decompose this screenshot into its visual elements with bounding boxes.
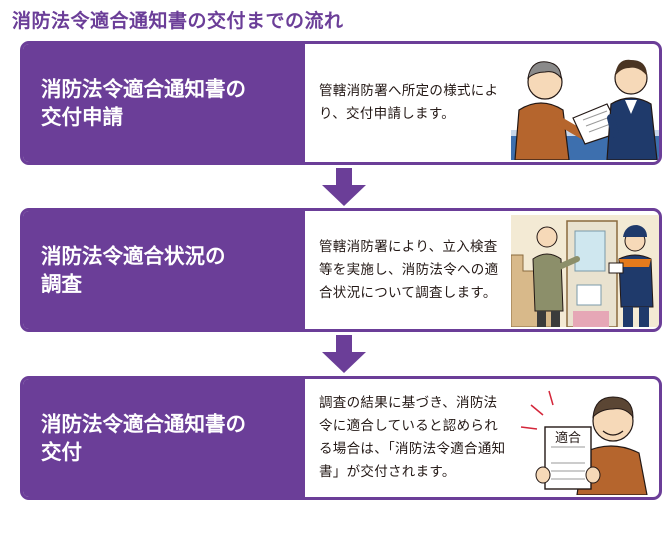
application-illustration bbox=[511, 59, 659, 160]
flow-arrow-down bbox=[322, 168, 366, 206]
step-heading-line: 交付 bbox=[41, 440, 82, 464]
step-description: 管轄消防署へ所定の様式により、交付申請します。 bbox=[319, 83, 499, 122]
step-inspection: 消防法令適合状況の 調査 管轄消防署により、立入検査等を実施し、消防法令への適合… bbox=[20, 208, 662, 332]
inspection-illustration bbox=[511, 215, 659, 327]
step-heading-line: 消防法令適合状況の bbox=[41, 244, 226, 268]
step-heading-line: 消防法令適合通知書の bbox=[41, 77, 246, 101]
step-issuance: 消防法令適合通知書の 交付 調査の結果に基づき、消防法令に適合していると認められ… bbox=[20, 376, 662, 500]
step-heading-line: 消防法令適合通知書の bbox=[41, 412, 246, 436]
step-heading: 消防法令適合通知書の 交付 bbox=[23, 379, 305, 497]
step-application: 消防法令適合通知書の 交付申請 管轄消防署へ所定の様式により、交付申請します。 bbox=[20, 41, 662, 165]
flow-arrow-down bbox=[322, 335, 366, 373]
step-description: 調査の結果に基づき、消防法令に適合していると認められる場合は、「消防法令適合通知… bbox=[319, 395, 506, 480]
certificate-label: 適合 bbox=[555, 430, 581, 446]
step-heading: 消防法令適合通知書の 交付申請 bbox=[23, 44, 305, 162]
step-heading: 消防法令適合状況の 調査 bbox=[23, 211, 305, 329]
step-description: 管轄消防署により、立入検査等を実施し、消防法令への適合状況について調査します。 bbox=[319, 238, 499, 301]
page-title: 消防法令適合通知書の交付までの流れ bbox=[12, 10, 344, 32]
step-heading-line: 調査 bbox=[41, 272, 82, 296]
certificate-illustration: 適合 bbox=[520, 390, 648, 495]
step-heading-line: 交付申請 bbox=[41, 105, 123, 129]
